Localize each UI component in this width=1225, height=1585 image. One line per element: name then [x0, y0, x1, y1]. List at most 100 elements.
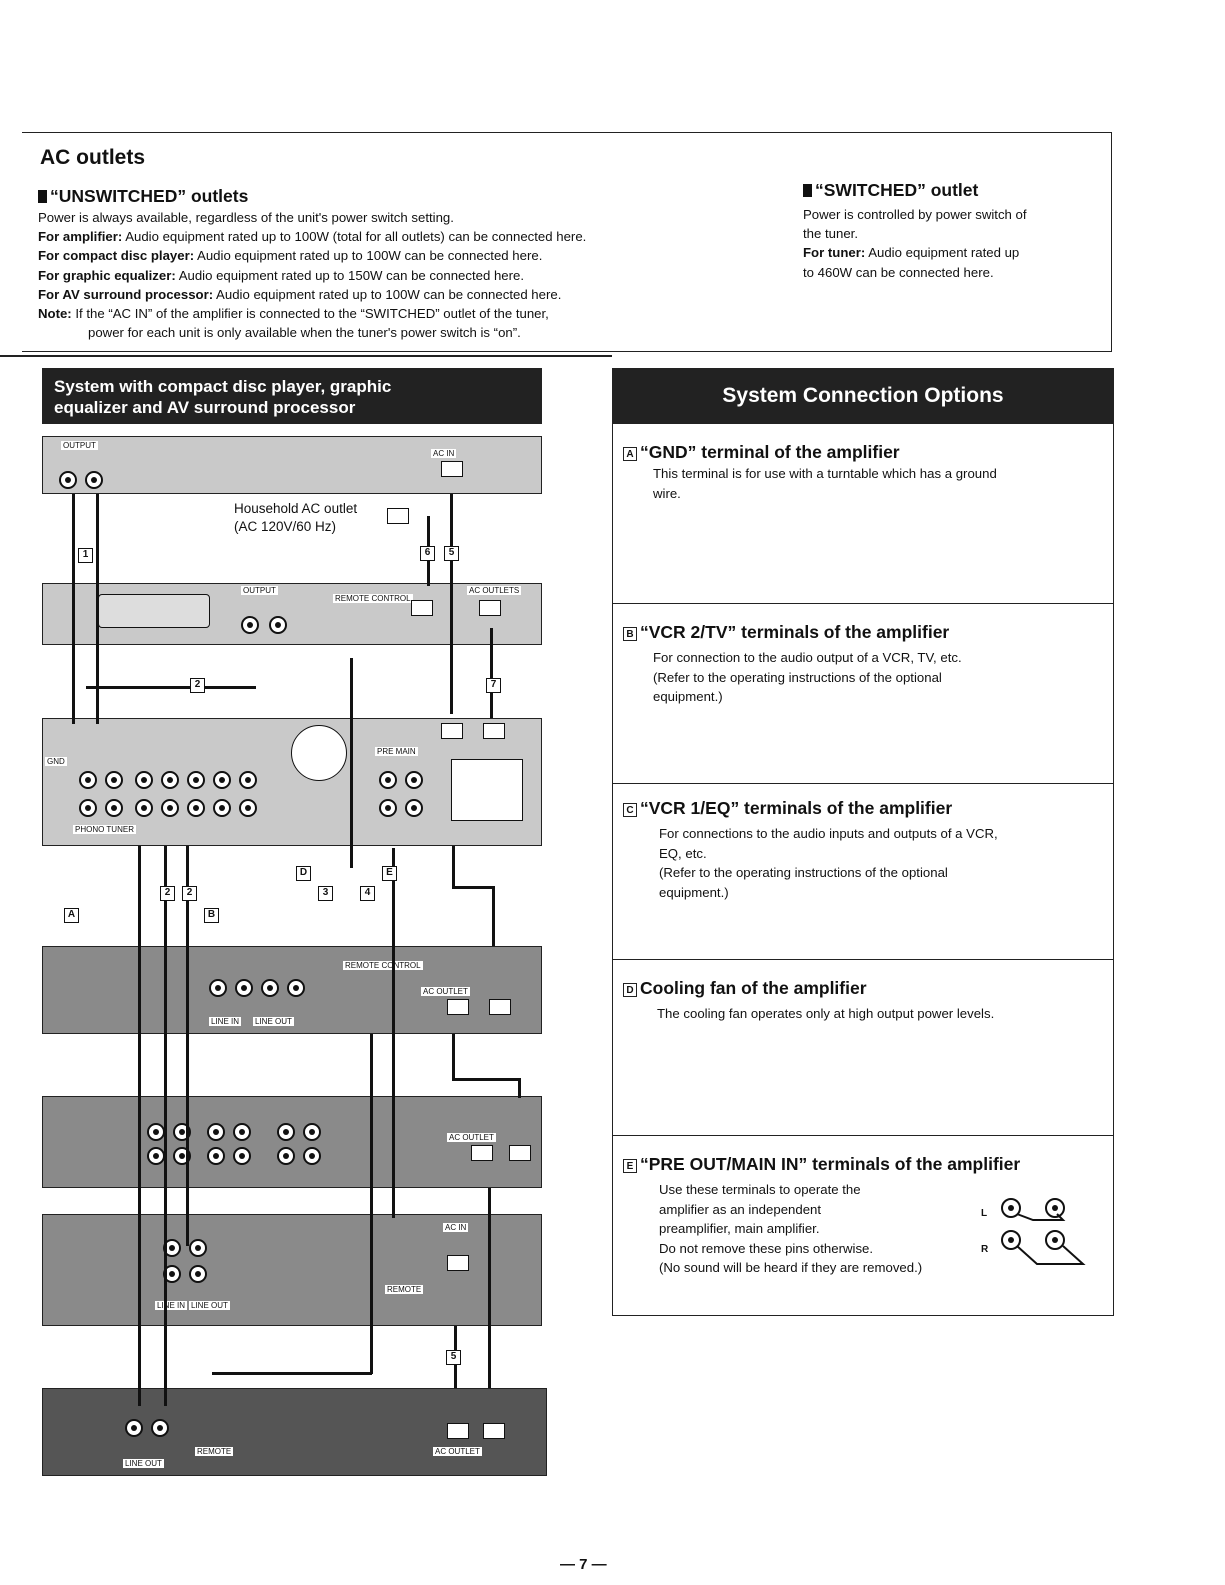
marker-5: 5	[446, 1350, 461, 1365]
divider-line	[0, 355, 612, 357]
power-cord	[452, 886, 492, 889]
remote-control-cable	[350, 658, 353, 868]
rca-jack-icon	[235, 979, 253, 997]
diagram-title: System with compact disc player, graphic…	[42, 368, 542, 424]
antenna-terminal-icon	[98, 594, 210, 628]
rca-jack-icon	[147, 1123, 165, 1141]
ac-inlet-icon	[441, 461, 463, 477]
rca-jack-icon	[105, 771, 123, 789]
options-title: System Connection Options	[612, 368, 1114, 424]
rca-jack-icon	[207, 1147, 225, 1165]
marker-2: 2	[182, 886, 197, 901]
marker-A: A	[64, 908, 79, 923]
pre-out-jack-icon	[379, 771, 397, 789]
unswitched-heading: “UNSWITCHED” outlets	[38, 186, 248, 207]
rca-jack-icon	[213, 771, 231, 789]
ac-outlet-icon	[447, 1423, 469, 1439]
audio-cable	[138, 846, 141, 1406]
main-in-jack-icon	[405, 799, 423, 817]
marker-6: 6	[420, 546, 435, 561]
rca-jack-icon	[241, 616, 259, 634]
ac-outlet-icon	[471, 1145, 493, 1161]
rca-jack-icon	[163, 1239, 181, 1257]
rca-jack-icon	[135, 771, 153, 789]
marker-5: 5	[444, 546, 459, 561]
unswitched-text: Power is always available, regardless of…	[38, 210, 587, 341]
rca-jack-icon	[189, 1239, 207, 1257]
marker-2: 2	[190, 678, 205, 693]
pre-out-jack-icon	[379, 799, 397, 817]
power-cord	[450, 494, 453, 714]
marker-D: D	[296, 866, 311, 881]
marker-B: B	[204, 908, 219, 923]
option-e-heading: E“PRE OUT/MAIN IN” terminals of the ampl…	[623, 1154, 1020, 1175]
rca-jack-icon	[187, 771, 205, 789]
switched-heading: “SWITCHED” outlet	[803, 180, 978, 201]
audio-cable	[96, 494, 99, 724]
rca-jack-icon	[239, 771, 257, 789]
ac-inlet-icon	[411, 600, 433, 616]
power-cord	[452, 1078, 518, 1081]
ac-outlets-section	[22, 132, 1112, 352]
audio-cable	[186, 846, 189, 1246]
power-cord	[492, 886, 495, 946]
tuner-rear-panel: OUTPUT REMOTE CONTROL AC OUTLETS	[42, 583, 542, 645]
ac-inlet-icon	[489, 999, 511, 1015]
ac-outlet-icon	[447, 999, 469, 1015]
rca-jack-icon	[85, 471, 103, 489]
rca-jack-icon	[189, 1265, 207, 1283]
rca-jack-icon	[105, 799, 123, 817]
rca-jack-icon	[233, 1123, 251, 1141]
marker-1: 1	[78, 548, 93, 563]
option-a-heading: A“GND” terminal of the amplifier	[623, 442, 900, 463]
rca-jack-icon	[207, 1123, 225, 1141]
rca-jack-icon	[59, 471, 77, 489]
household-ac-outlet-label: Household AC outlet (AC 120V/60 Hz)	[234, 501, 358, 534]
connection-diagram: OUTPUT AC IN Household AC outlet (AC 120…	[42, 428, 552, 1488]
main-in-jack-icon	[405, 771, 423, 789]
ac-inlet-icon	[509, 1145, 531, 1161]
marker-7: 7	[486, 678, 501, 693]
speaker-terminals-icon	[451, 759, 523, 821]
av-surround-processor-rear-panel: LINE IN LINE OUT REMOTE AC IN	[42, 1214, 542, 1326]
shorting-pins-icon	[1001, 1198, 1086, 1265]
ac-inlet-icon	[447, 1255, 469, 1271]
power-cord	[452, 1034, 455, 1079]
graphic-equalizer-rear-panel: AC OUTLET	[42, 1096, 542, 1188]
rca-jack-icon	[147, 1147, 165, 1165]
rca-jack-icon	[303, 1123, 321, 1141]
bullet-square-icon	[803, 184, 812, 197]
rca-jack-icon	[277, 1147, 295, 1165]
rca-jack-icon	[233, 1147, 251, 1165]
rca-jack-icon	[209, 979, 227, 997]
power-cord	[490, 628, 493, 718]
option-b-heading: B“VCR 2/TV” terminals of the amplifier	[623, 622, 949, 643]
page-number: — 7 —	[560, 1556, 607, 1573]
rca-jack-icon	[261, 979, 279, 997]
audio-cable	[72, 494, 75, 724]
ac-inlet-icon	[483, 1423, 505, 1439]
rca-jack-icon	[213, 799, 231, 817]
amplifier-rear-panel: GND PHONO TUNER PRE MAIN	[42, 718, 542, 846]
option-e-pre-out-main-in: E“PRE OUT/MAIN IN” terminals of the ampl…	[612, 1136, 1114, 1316]
option-a-gnd: A“GND” terminal of the amplifier This te…	[612, 424, 1114, 604]
audio-cable	[164, 846, 167, 1406]
marker-4: 4	[360, 886, 375, 901]
power-cord	[452, 846, 455, 886]
rca-jack-icon	[303, 1147, 321, 1165]
rca-jack-icon	[239, 799, 257, 817]
rca-jack-icon	[187, 799, 205, 817]
vcr-rear-panel: LINE IN LINE OUT REMOTE CONTROL AC OUTLE…	[42, 946, 542, 1034]
option-b-vcr2: B“VCR 2/TV” terminals of the amplifier F…	[612, 604, 1114, 784]
rca-jack-icon	[277, 1123, 295, 1141]
cd-player-rear-panel: OUTPUT AC IN	[42, 436, 542, 494]
rca-jack-icon	[135, 799, 153, 817]
option-c-vcr1: C“VCR 1/EQ” terminals of the amplifier F…	[612, 784, 1114, 960]
rca-jack-icon	[125, 1419, 143, 1437]
ac-outlets-title: AC outlets	[40, 146, 145, 169]
ac-inlet-icon	[483, 723, 505, 739]
bottom-unit-rear-panel: LINE OUT REMOTE AC OUTLET	[42, 1388, 547, 1476]
rca-jack-icon	[79, 799, 97, 817]
